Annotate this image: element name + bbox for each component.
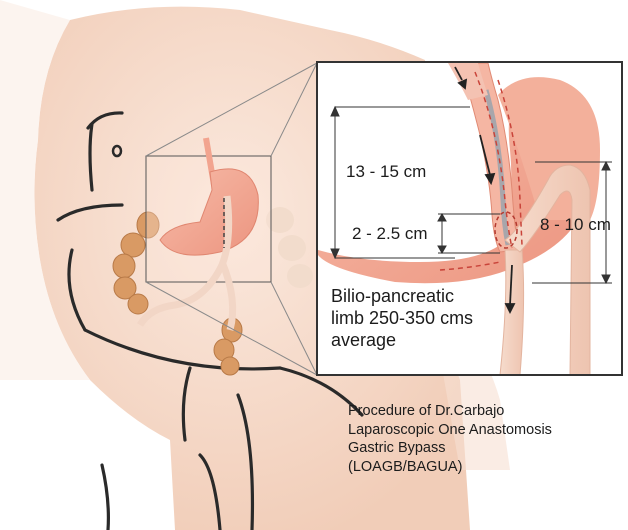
limb-label-line1: Bilio-pancreatic (331, 285, 473, 307)
anastomosis-width-label: 2 - 2.5 cm (350, 224, 430, 244)
upper-pouch-length-label: 13 - 15 cm (344, 162, 428, 182)
caption-line3: Gastric Bypass (348, 439, 552, 458)
caption-line2: Laparoscopic One Anastomosis (348, 421, 552, 440)
caption-line4: (LOAGB/BAGUA) (348, 458, 552, 477)
procedure-caption: Procedure of Dr.Carbajo Laparoscopic One… (348, 402, 552, 476)
limb-label: Bilio-pancreatic limb 250-350 cms averag… (331, 285, 473, 351)
limb-label-line3: average (331, 329, 473, 351)
limb-label-line2: limb 250-350 cms (331, 307, 473, 329)
caption-line1: Procedure of Dr.Carbajo (348, 402, 552, 421)
segment-length-label: 8 - 10 cm (540, 215, 611, 235)
